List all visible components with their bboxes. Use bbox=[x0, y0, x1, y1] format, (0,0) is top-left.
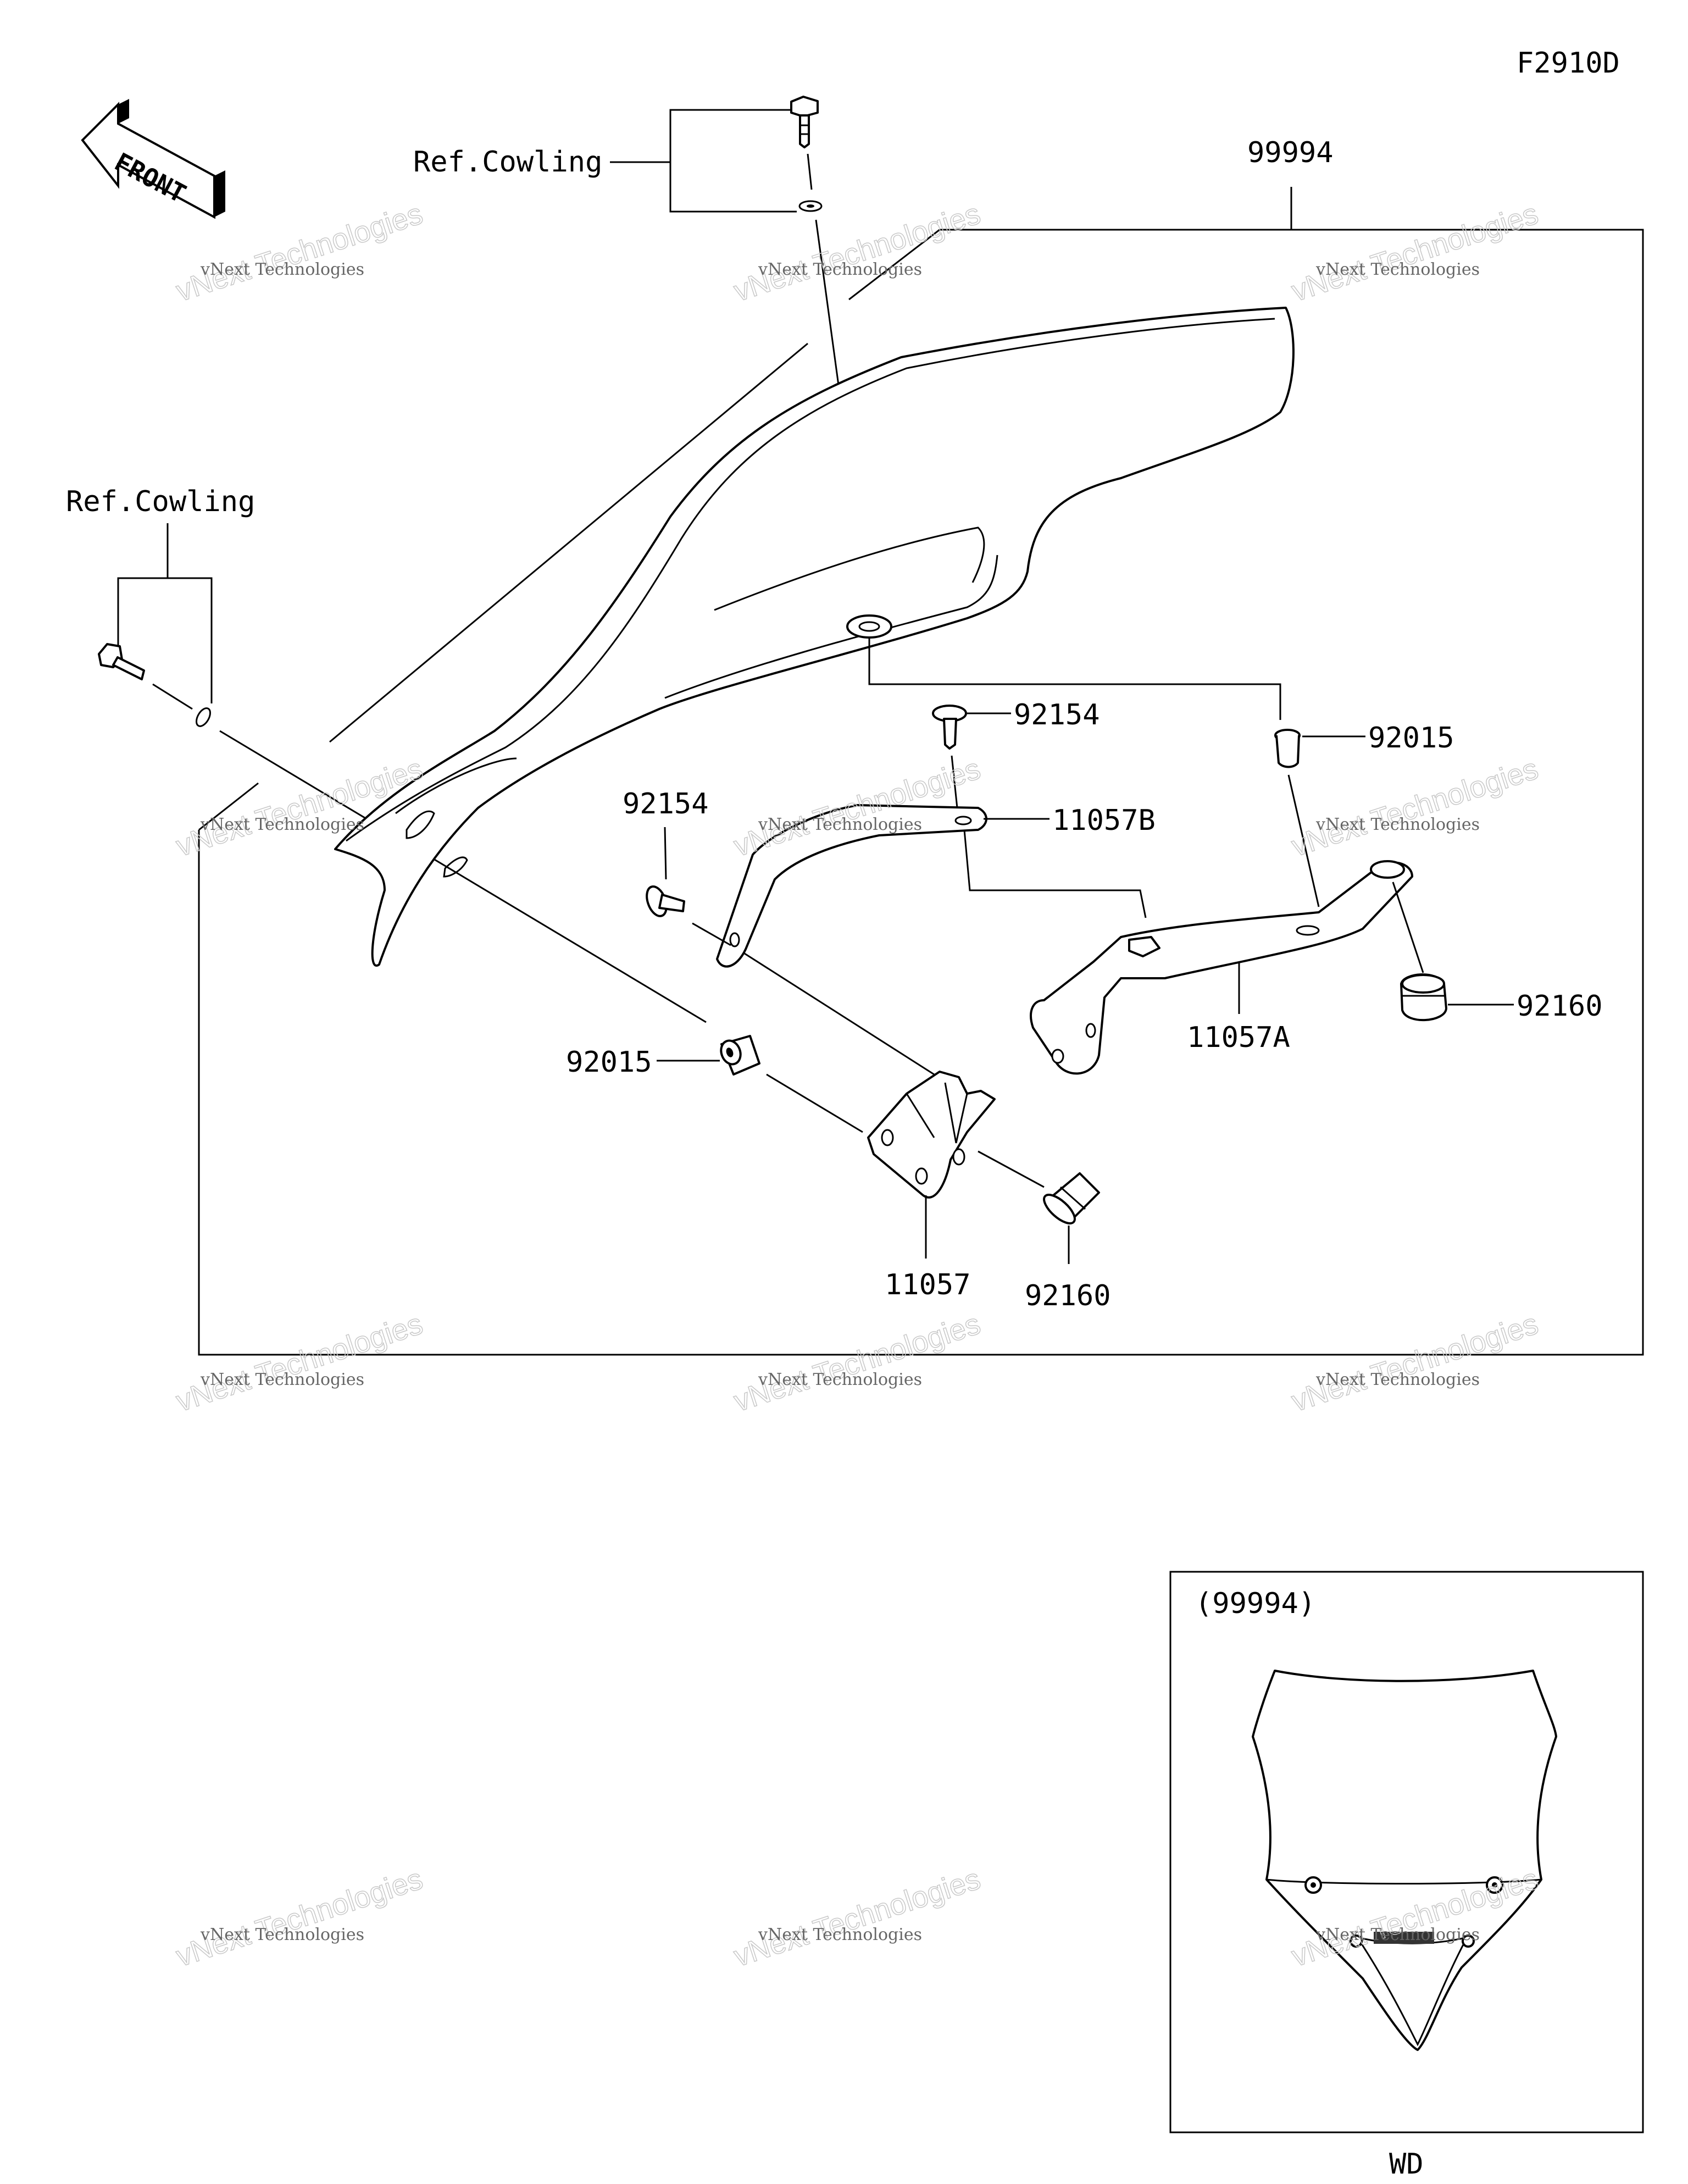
ref-bracket-left bbox=[117, 523, 213, 703]
svg-text:vNext Technologies: vNext Technologies bbox=[200, 1370, 364, 1389]
watermark: vNext Technologies vNext Technologies bbox=[730, 197, 985, 308]
part-label-92154-upper: 92154 bbox=[1014, 699, 1100, 731]
svg-text:vNext Technologies: vNext Technologies bbox=[1287, 197, 1542, 308]
watermark: vNext Technologies vNext Technologies bbox=[730, 1307, 985, 1418]
svg-text:vNext Technologies: vNext Technologies bbox=[758, 1370, 922, 1389]
part-label-11057b: 11057B bbox=[1052, 804, 1156, 837]
watermark: vNext Technologies vNext Technologies bbox=[1287, 197, 1542, 308]
kit-box bbox=[198, 187, 1644, 1356]
part-label-92015-upper-right: 92015 bbox=[1368, 722, 1454, 755]
part-label-11057: 11057 bbox=[885, 1268, 971, 1301]
screw-icon bbox=[646, 885, 685, 917]
windshield-front-view bbox=[1252, 1670, 1557, 2051]
part-label-92154-left: 92154 bbox=[623, 788, 709, 821]
svg-text:vNext Technologies: vNext Technologies bbox=[172, 1863, 426, 1973]
collar-icon bbox=[1274, 729, 1301, 768]
inset-caption: WD bbox=[1389, 2148, 1424, 2181]
svg-text:vNext Technologies: vNext Technologies bbox=[730, 197, 984, 308]
part-label-92160-right: 92160 bbox=[1517, 990, 1603, 1023]
windshield-mount-hole-icon bbox=[846, 614, 892, 639]
part-label-92015-left: 92015 bbox=[566, 1046, 652, 1079]
svg-text:vNext Technologies: vNext Technologies bbox=[730, 1307, 984, 1418]
svg-text:vNext Technologies: vNext Technologies bbox=[758, 815, 922, 834]
ref-label-left: Ref.Cowling bbox=[66, 485, 255, 518]
watermark: vNext Technologies vNext Technologies bbox=[730, 1862, 985, 1974]
bracket-11057a bbox=[1030, 860, 1413, 1075]
svg-text:vNext Technologies: vNext Technologies bbox=[1315, 260, 1480, 279]
inset-label: (99994) bbox=[1195, 1587, 1315, 1620]
svg-text:vNext Technologies: vNext Technologies bbox=[1287, 1307, 1542, 1418]
windshield-side-view bbox=[329, 307, 1295, 967]
grommet-icon bbox=[1043, 1172, 1100, 1224]
brand-logo-icon bbox=[1374, 1932, 1434, 1944]
screw-icon bbox=[932, 705, 967, 750]
diagram-id: F2910D bbox=[1517, 47, 1620, 80]
svg-text:vNext Technologies: vNext Technologies bbox=[200, 1925, 364, 1944]
grommet-icon bbox=[1400, 973, 1447, 1021]
bracket-11057 bbox=[867, 1071, 996, 1199]
watermark: vNext Technologies vNext Technologies bbox=[172, 1307, 427, 1418]
ref-bracket-top bbox=[610, 109, 797, 213]
svg-text:vNext Technologies: vNext Technologies bbox=[200, 260, 364, 279]
svg-text:vNext Technologies: vNext Technologies bbox=[758, 1925, 922, 1944]
svg-text:vNext Technologies: vNext Technologies bbox=[730, 1863, 984, 1973]
svg-text:vNext Technologies: vNext Technologies bbox=[1315, 1925, 1480, 1944]
svg-text:vNext Technologies: vNext Technologies bbox=[1287, 752, 1542, 863]
inset-box bbox=[1169, 1571, 1644, 2133]
watermark: vNext Technologies vNext Technologies bbox=[1287, 1307, 1542, 1418]
front-arrow-icon: FRONT bbox=[81, 99, 225, 219]
svg-text:vNext Technologies: vNext Technologies bbox=[1315, 1370, 1480, 1389]
bolt-icon bbox=[98, 643, 145, 680]
svg-text:vNext Technologies: vNext Technologies bbox=[758, 260, 922, 279]
part-label-92160-lower: 92160 bbox=[1025, 1279, 1111, 1312]
watermark: vNext Technologies vNext Technologies bbox=[172, 1862, 427, 1974]
svg-text:vNext Technologies: vNext Technologies bbox=[1315, 815, 1480, 834]
washer-icon bbox=[798, 200, 823, 212]
part-label-11057a: 11057A bbox=[1187, 1021, 1290, 1054]
bracket-11057b bbox=[716, 804, 987, 968]
svg-text:vNext Technologies: vNext Technologies bbox=[200, 815, 364, 834]
washer-icon bbox=[196, 707, 211, 727]
kit-part-number: 99994 bbox=[1247, 136, 1334, 169]
ref-label-top: Ref.Cowling bbox=[413, 146, 602, 179]
collar-icon bbox=[720, 1035, 760, 1076]
svg-text:vNext Technologies: vNext Technologies bbox=[172, 1307, 426, 1418]
bolt-icon bbox=[790, 96, 819, 148]
watermark: vNext Technologies vNext Technologies bbox=[1287, 752, 1542, 863]
